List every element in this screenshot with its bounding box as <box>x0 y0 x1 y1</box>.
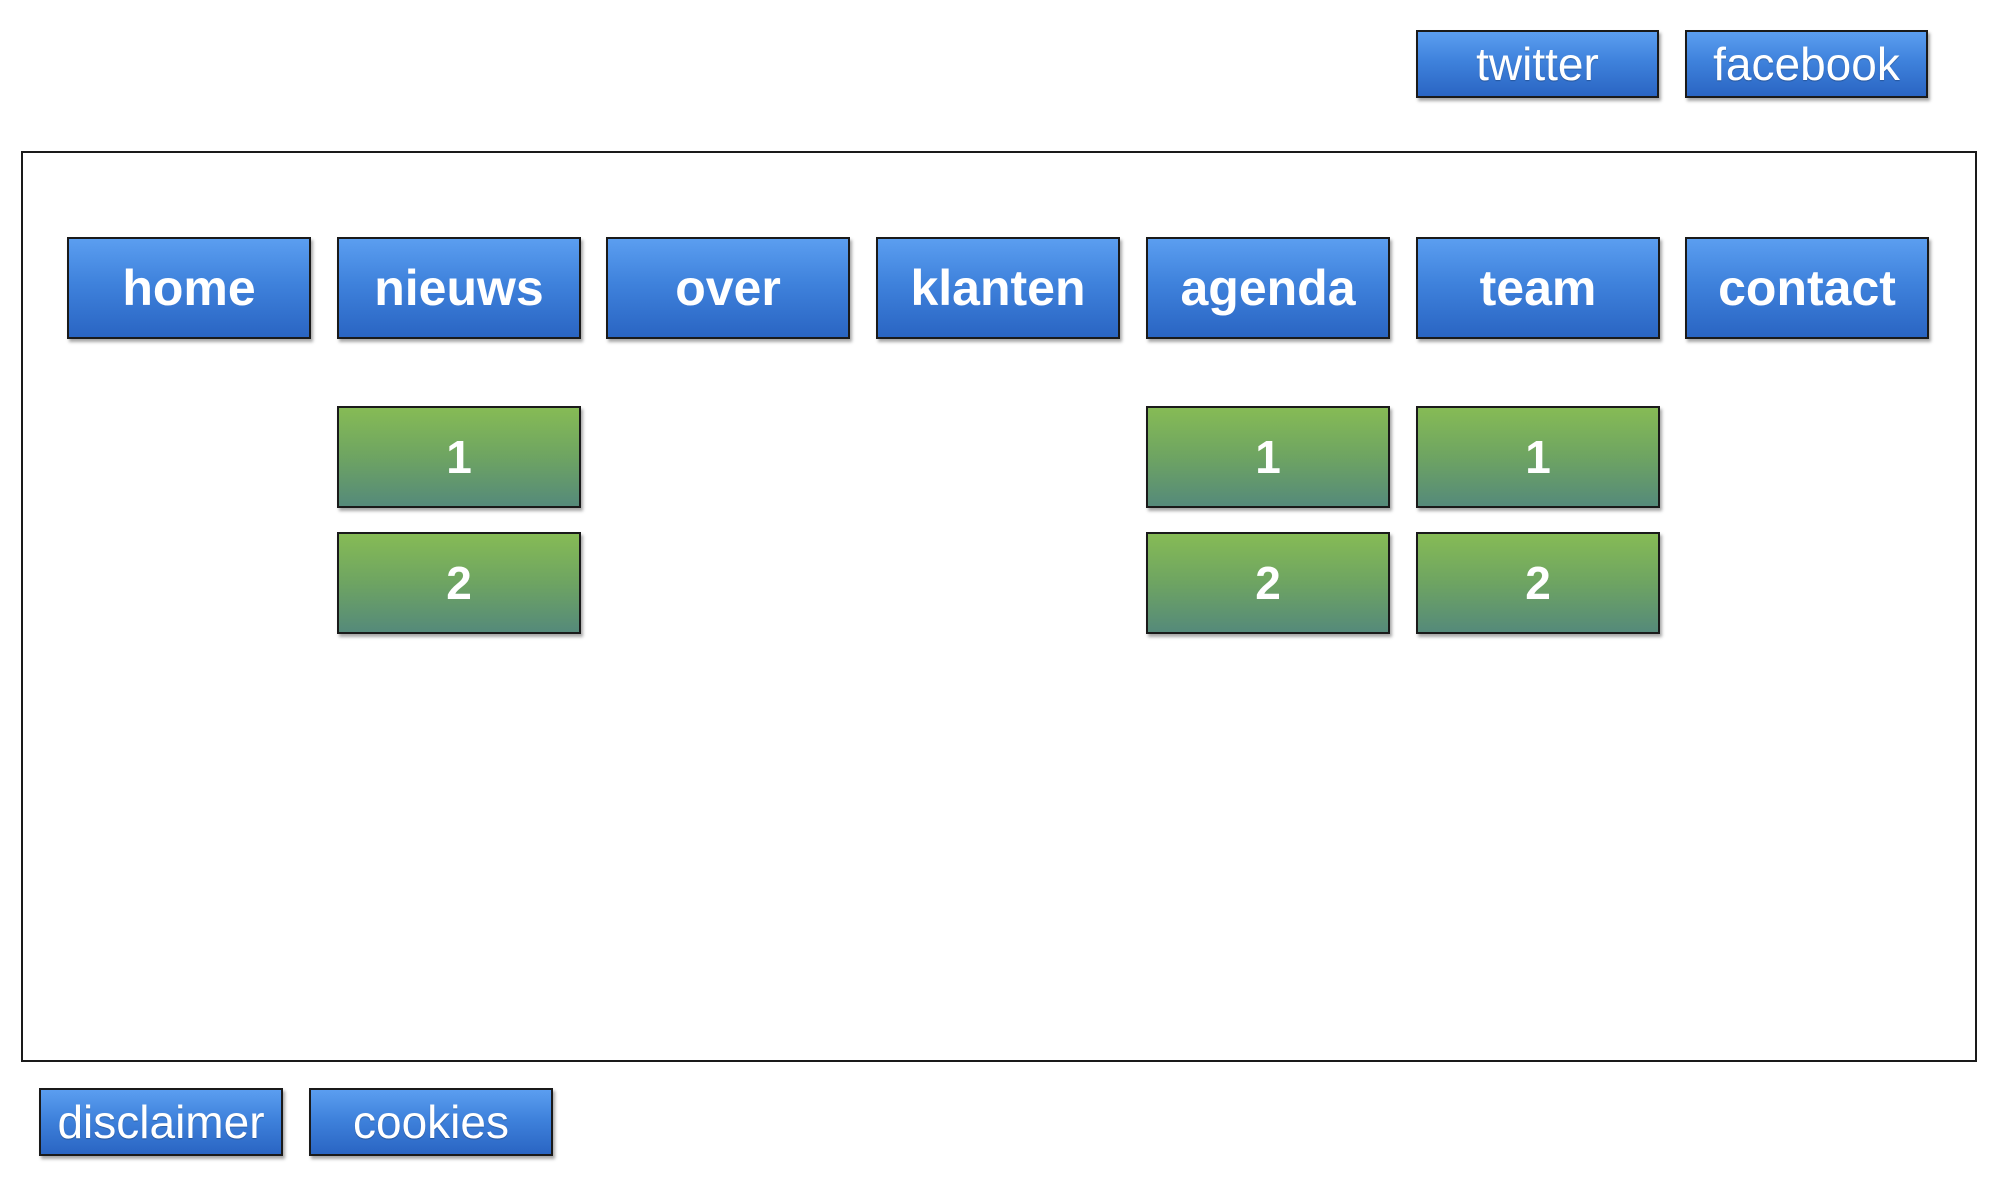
nav-item-label: klanten <box>910 260 1086 316</box>
nav-item-label: home <box>122 260 256 316</box>
submenu-team-item-1[interactable]: 1 <box>1416 406 1660 508</box>
facebook-button[interactable]: facebook <box>1685 30 1928 98</box>
nav-item-label: over <box>675 260 781 316</box>
submenu-item-label: 2 <box>1255 557 1281 609</box>
submenu-agenda-item-2[interactable]: 2 <box>1146 532 1390 634</box>
nav-item-klanten[interactable]: klanten <box>876 237 1120 339</box>
cookies-button[interactable]: cookies <box>309 1088 553 1156</box>
nav-item-label: team <box>1479 260 1597 316</box>
nav-item-label: nieuws <box>374 260 544 316</box>
nav-item-nieuws[interactable]: nieuws <box>337 237 581 339</box>
nav-item-over[interactable]: over <box>606 237 850 339</box>
submenu-item-label: 1 <box>446 431 472 483</box>
submenu-nieuws-item-1[interactable]: 1 <box>337 406 581 508</box>
twitter-button[interactable]: twitter <box>1416 30 1659 98</box>
nav-item-label: contact <box>1718 260 1896 316</box>
disclaimer-label: disclaimer <box>57 1096 265 1148</box>
twitter-label: twitter <box>1476 38 1599 90</box>
submenu-item-label: 1 <box>1255 431 1281 483</box>
nav-item-contact[interactable]: contact <box>1685 237 1929 339</box>
submenu-agenda-item-1[interactable]: 1 <box>1146 406 1390 508</box>
submenu-item-label: 2 <box>1525 557 1551 609</box>
nav-item-home[interactable]: home <box>67 237 311 339</box>
nav-item-label: agenda <box>1180 260 1356 316</box>
submenu-item-label: 1 <box>1525 431 1551 483</box>
submenu-item-label: 2 <box>446 557 472 609</box>
disclaimer-button[interactable]: disclaimer <box>39 1088 283 1156</box>
submenu-team-item-2[interactable]: 2 <box>1416 532 1660 634</box>
cookies-label: cookies <box>353 1096 509 1148</box>
nav-item-team[interactable]: team <box>1416 237 1660 339</box>
nav-item-agenda[interactable]: agenda <box>1146 237 1390 339</box>
facebook-label: facebook <box>1713 38 1900 90</box>
submenu-nieuws-item-2[interactable]: 2 <box>337 532 581 634</box>
